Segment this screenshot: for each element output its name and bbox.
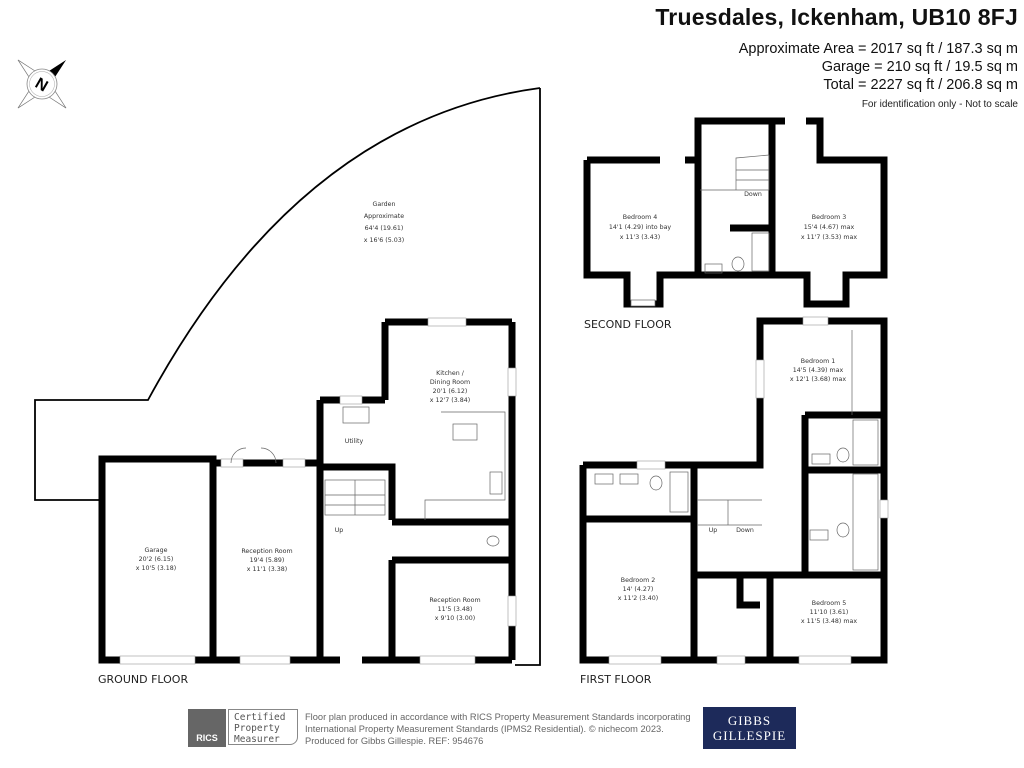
rics-certified-badge: RICS Certified Property Measurer <box>188 709 300 747</box>
floor-plan: N Garden Approximate 64'4 (19.61) x 16'6… <box>17 59 889 686</box>
ground-floor-label: GROUND FLOOR <box>98 673 188 686</box>
ground-floor-fixtures <box>230 406 506 547</box>
svg-text:14'1 (4.29) into bay: 14'1 (4.29) into bay <box>609 224 672 231</box>
svg-text:x 12'7 (3.84): x 12'7 (3.84) <box>430 397 470 404</box>
garage-area: Garage = 210 sq ft / 19.5 sq m <box>821 59 1018 75</box>
svg-text:Bedroom 4: Bedroom 4 <box>623 214 658 221</box>
approximate-area: Approximate Area = 2017 sq ft / 187.3 sq… <box>738 41 1018 57</box>
reception-room-1-label: Reception Room 19'4 (5.89) x 11'1 (3.38) <box>241 548 292 573</box>
second-floor-walls <box>583 117 888 308</box>
svg-text:x 11'7 (3.53) max: x 11'7 (3.53) max <box>801 234 857 241</box>
svg-text:Bedroom 3: Bedroom 3 <box>812 214 847 221</box>
svg-text:x 9'10 (3.00): x 9'10 (3.00) <box>435 615 475 622</box>
first-stairs-up-label: Up <box>709 527 718 534</box>
svg-text:20'1 (6.12): 20'1 (6.12) <box>433 388 468 395</box>
reception-room-2-label: Reception Room 11'5 (3.48) x 9'10 (3.00) <box>429 597 480 622</box>
second-floor-label: SECOND FLOOR <box>584 318 672 331</box>
utility-label: Utility <box>345 438 364 445</box>
first-floor-label: FIRST FLOOR <box>580 673 652 686</box>
statement-line: Floor plan produced in accordance with R… <box>305 712 691 722</box>
svg-text:15'4 (4.67) max: 15'4 (4.67) max <box>804 224 855 231</box>
svg-text:64'4 (19.61): 64'4 (19.61) <box>365 225 404 232</box>
garden-label: Garden Approximate 64'4 (19.61) x 16'6 (… <box>364 201 404 244</box>
property-title: Truesdales, Ickenham, UB10 8FJ <box>655 4 1018 30</box>
first-floor-walls <box>579 317 888 664</box>
disclaimer: For identification only - Not to scale <box>861 99 1018 110</box>
svg-text:x 11'5 (3.48) max: x 11'5 (3.48) max <box>801 618 857 625</box>
svg-text:x 16'6 (5.03): x 16'6 (5.03) <box>364 237 404 244</box>
svg-text:Garden: Garden <box>372 201 395 208</box>
ground-stairs-label: Up <box>335 527 344 534</box>
brand-line: GIBBS <box>727 713 772 728</box>
compass-north-icon <box>17 59 67 109</box>
bedroom-4-label: Bedroom 4 14'1 (4.29) into bay x 11'3 (3… <box>609 214 672 241</box>
rics-logo: RICS <box>188 709 226 747</box>
bedroom-1-label: Bedroom 1 14'5 (4.39) max x 12'1 (3.68) … <box>790 358 846 383</box>
svg-text:x 11'3 (3.43): x 11'3 (3.43) <box>620 234 660 241</box>
svg-text:14' (4.27): 14' (4.27) <box>623 586 654 593</box>
ground-floor-windows <box>119 317 517 665</box>
svg-text:Garage: Garage <box>144 547 167 554</box>
svg-text:Bedroom 5: Bedroom 5 <box>812 600 847 607</box>
svg-text:20'2 (6.15): 20'2 (6.15) <box>139 556 174 563</box>
svg-text:Dining Room: Dining Room <box>430 379 470 386</box>
second-floor-fixtures <box>630 154 770 307</box>
first-stairs-down-label: Down <box>736 527 754 534</box>
badge-line: Certified <box>234 712 286 723</box>
statement-line: Produced for Gibbs Gillespie. REF: 95467… <box>305 736 484 746</box>
gibbs-gillespie-logo: GIBBS GILLESPIE <box>703 707 796 749</box>
first-floor-fixtures <box>594 330 879 571</box>
plan-statement: Floor plan produced in accordance with R… <box>305 711 691 747</box>
svg-text:Bedroom 2: Bedroom 2 <box>621 577 656 584</box>
svg-text:Bedroom 1: Bedroom 1 <box>801 358 836 365</box>
svg-text:x 12'1 (3.68) max: x 12'1 (3.68) max <box>790 376 846 383</box>
svg-text:Approximate: Approximate <box>364 213 404 220</box>
badge-line: Property <box>234 723 280 734</box>
bedroom-5-label: Bedroom 5 11'10 (3.61) x 11'5 (3.48) max <box>801 600 857 625</box>
svg-text:14'5 (4.39) max: 14'5 (4.39) max <box>793 367 844 374</box>
garage-label: Garage 20'2 (6.15) x 10'5 (3.18) <box>136 547 176 572</box>
total-area: Total = 2227 sq ft / 206.8 sq m <box>823 77 1018 93</box>
bedroom-2-label: Bedroom 2 14' (4.27) x 11'2 (3.40) <box>618 577 658 602</box>
garden-boundary <box>34 87 541 666</box>
svg-text:Reception Room: Reception Room <box>429 597 480 604</box>
svg-text:x 11'2 (3.40): x 11'2 (3.40) <box>618 595 658 602</box>
svg-text:x 11'1 (3.38): x 11'1 (3.38) <box>247 566 287 573</box>
area-summary: Approximate Area = 2017 sq ft / 187.3 sq… <box>739 40 1018 110</box>
svg-text:19'4 (5.89): 19'4 (5.89) <box>250 557 285 564</box>
svg-text:x 10'5 (3.18): x 10'5 (3.18) <box>136 565 176 572</box>
first-floor-windows <box>608 316 889 665</box>
statement-line: International Property Measurement Stand… <box>305 724 664 734</box>
svg-text:Kitchen /: Kitchen / <box>436 370 465 377</box>
kitchen-label: Kitchen / Dining Room 20'1 (6.12) x 12'7… <box>430 370 470 404</box>
badge-line: Measurer <box>234 734 280 745</box>
second-stairs-label: Down <box>744 191 762 198</box>
svg-text:11'10 (3.61): 11'10 (3.61) <box>810 609 849 616</box>
bedroom-3-label: Bedroom 3 15'4 (4.67) max x 11'7 (3.53) … <box>801 214 857 241</box>
brand-line: GILLESPIE <box>712 728 787 743</box>
svg-text:Reception Room: Reception Room <box>241 548 292 555</box>
svg-text:11'5 (3.48): 11'5 (3.48) <box>438 606 473 613</box>
